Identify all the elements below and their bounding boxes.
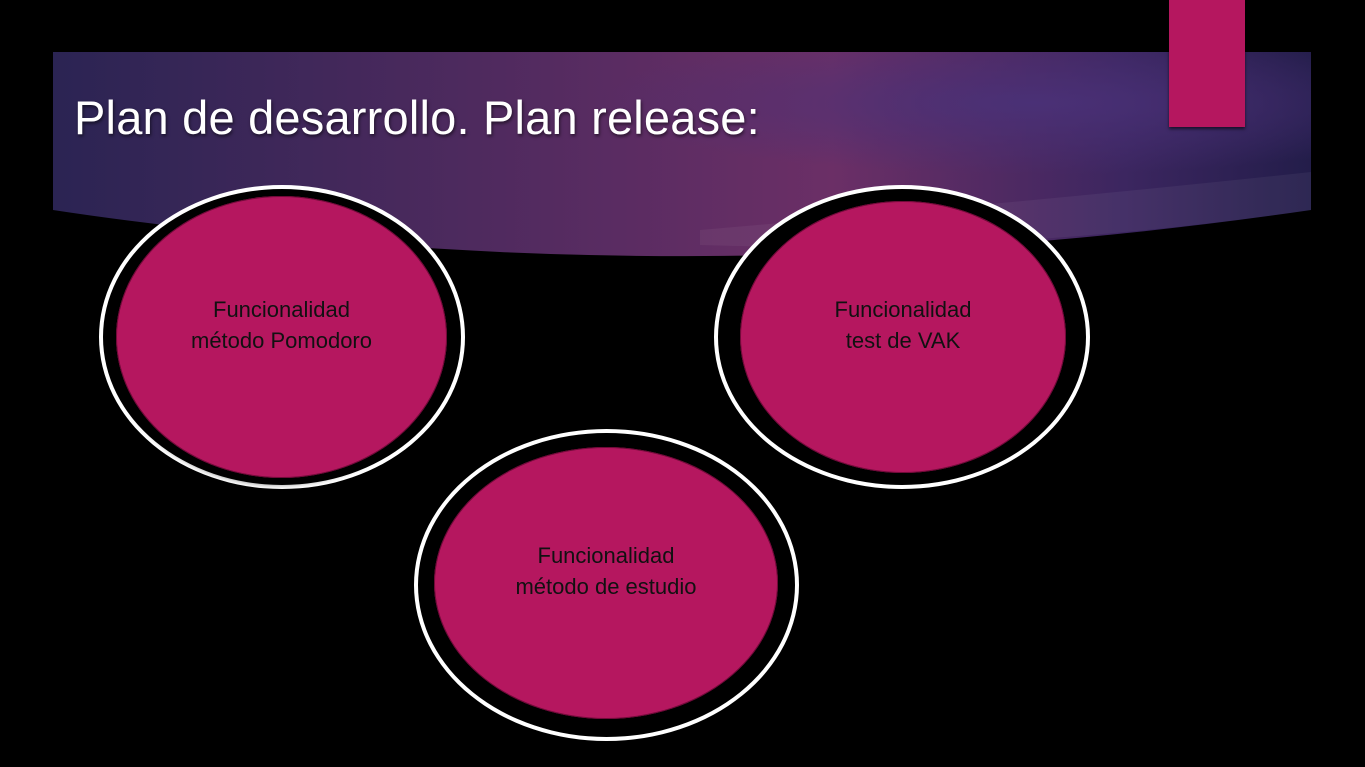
node-circle: Funcionalidad test de VAK <box>740 201 1066 473</box>
node-label: Funcionalidad método Pomodoro <box>191 294 372 356</box>
slide-title: Plan de desarrollo. Plan release: <box>74 91 760 144</box>
node-label-line2: método de estudio <box>515 574 697 599</box>
node-circle: Funcionalidad método Pomodoro <box>116 196 447 478</box>
node-label-line2: test de VAK <box>845 328 961 353</box>
node-vak: Funcionalidad test de VAK <box>714 185 1090 489</box>
node-label-line1: Funcionalidad <box>213 297 350 322</box>
node-label-line2: método Pomodoro <box>191 328 372 353</box>
node-circle: Funcionalidad método de estudio <box>434 447 778 719</box>
node-label: Funcionalidad test de VAK <box>835 294 972 356</box>
accent-tab <box>1169 0 1245 127</box>
node-estudio: Funcionalidad método de estudio <box>414 429 799 741</box>
node-label: Funcionalidad método de estudio <box>515 540 696 602</box>
node-label-line1: Funcionalidad <box>537 543 675 568</box>
node-label-line1: Funcionalidad <box>834 297 972 322</box>
node-pomodoro: Funcionalidad método Pomodoro <box>99 185 465 489</box>
